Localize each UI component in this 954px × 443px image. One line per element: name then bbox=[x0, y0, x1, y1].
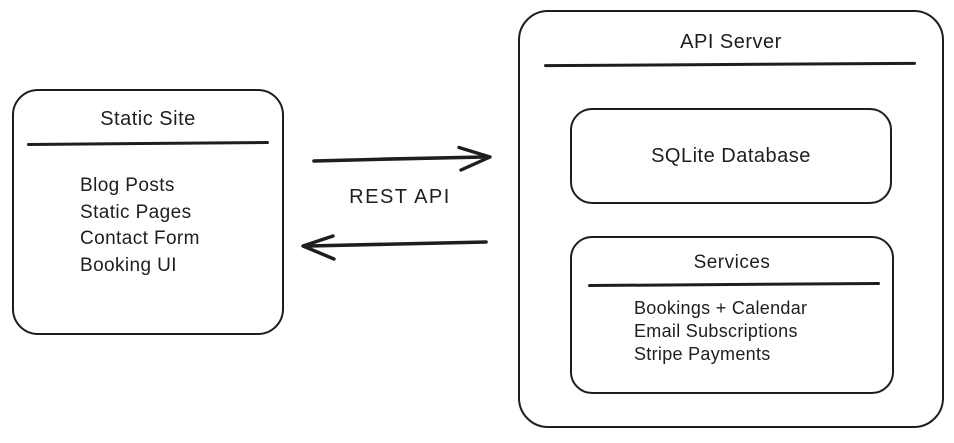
sqlite-database-box: SQLite Database bbox=[570, 108, 892, 204]
list-item: Contact Form bbox=[80, 228, 200, 249]
list-item: Booking UI bbox=[80, 254, 177, 276]
api-server-box: API Server SQLite Database Services Book… bbox=[518, 10, 944, 428]
list-item: Static Pages bbox=[80, 201, 192, 223]
services-list: Bookings + Calendar Email Subscriptions … bbox=[634, 297, 807, 366]
services-box: Services Bookings + Calendar Email Subsc… bbox=[570, 236, 894, 394]
static-site-list: Blog Posts Static Pages Contact Form Boo… bbox=[80, 173, 200, 279]
static-site-box: Static Site Blog Posts Static Pages Cont… bbox=[12, 89, 284, 335]
list-item: Bookings + Calendar bbox=[634, 298, 808, 318]
list-item: Email Subscriptions bbox=[634, 321, 798, 341]
list-item: Blog Posts bbox=[80, 175, 175, 196]
list-item: Stripe Payments bbox=[634, 344, 771, 364]
static-site-divider bbox=[26, 140, 270, 147]
rest-api-arrow-right bbox=[312, 145, 492, 172]
services-title: Services bbox=[693, 252, 771, 273]
services-divider bbox=[587, 281, 881, 288]
api-server-title: API Server bbox=[680, 31, 782, 53]
rest-api-label: REST API bbox=[349, 186, 451, 208]
api-server-divider bbox=[543, 61, 917, 68]
sqlite-database-title: SQLite Database bbox=[651, 144, 811, 167]
static-site-title: Static Site bbox=[100, 108, 196, 130]
rest-api-arrow-left bbox=[301, 234, 488, 261]
